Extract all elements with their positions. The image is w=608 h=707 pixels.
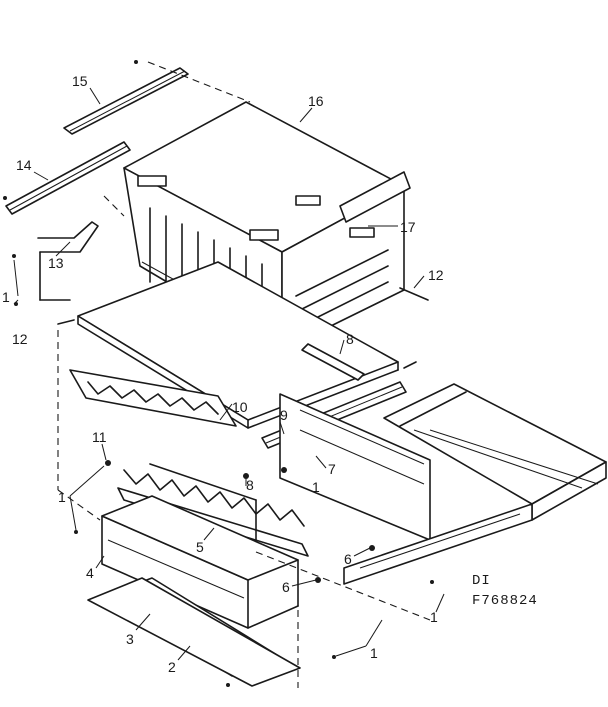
label-14: 14: [16, 157, 32, 173]
part-15-top-rail: [63, 60, 189, 135]
label-7: 7: [328, 461, 336, 477]
label-12-right: 12: [428, 267, 444, 283]
reference-block: DI F768824: [472, 573, 538, 609]
label-1-right: 1: [430, 609, 438, 625]
part-2-bottom-pan: [87, 577, 301, 687]
label-3: 3: [126, 631, 134, 647]
part-8-upper-strip: [301, 343, 365, 381]
reference-code: DI: [472, 573, 491, 589]
label-8-lower: 8: [246, 477, 254, 493]
label-6-lower: 6: [282, 579, 290, 595]
label-15: 15: [72, 73, 88, 89]
label-11: 11: [92, 429, 107, 445]
part-17-bracket: [339, 171, 411, 223]
label-6-upper: 6: [344, 551, 352, 567]
label-2: 2: [168, 659, 176, 675]
label-1-top: 1: [2, 289, 10, 305]
label-9: 9: [280, 407, 288, 423]
part-14-side-rail: [3, 141, 131, 215]
part-4-drawer: [101, 495, 299, 629]
label-10: 10: [232, 399, 248, 415]
screws: [74, 460, 434, 659]
label-4: 4: [86, 565, 94, 581]
part-labels: 15 16 14 17 13 12 1 12 8 10 9 11 7 8 1 1…: [2, 73, 444, 675]
label-1-left: 1: [58, 489, 66, 505]
label-1-mid: 1: [312, 479, 320, 495]
leader-lines: [13, 87, 445, 661]
label-16: 16: [308, 93, 324, 109]
label-5: 5: [196, 539, 204, 555]
alignment-lines: [57, 61, 431, 688]
label-13: 13: [48, 255, 64, 271]
label-17: 17: [400, 219, 416, 235]
part-10-heater-panel: [69, 369, 237, 427]
right-drawer-tray: [343, 383, 607, 585]
part-13-bracket: [12, 221, 99, 306]
label-8-upper: 8: [346, 331, 354, 347]
reference-number: F768824: [472, 593, 538, 609]
label-1-bottom: 1: [370, 645, 378, 661]
label-12-left: 12: [12, 331, 28, 347]
